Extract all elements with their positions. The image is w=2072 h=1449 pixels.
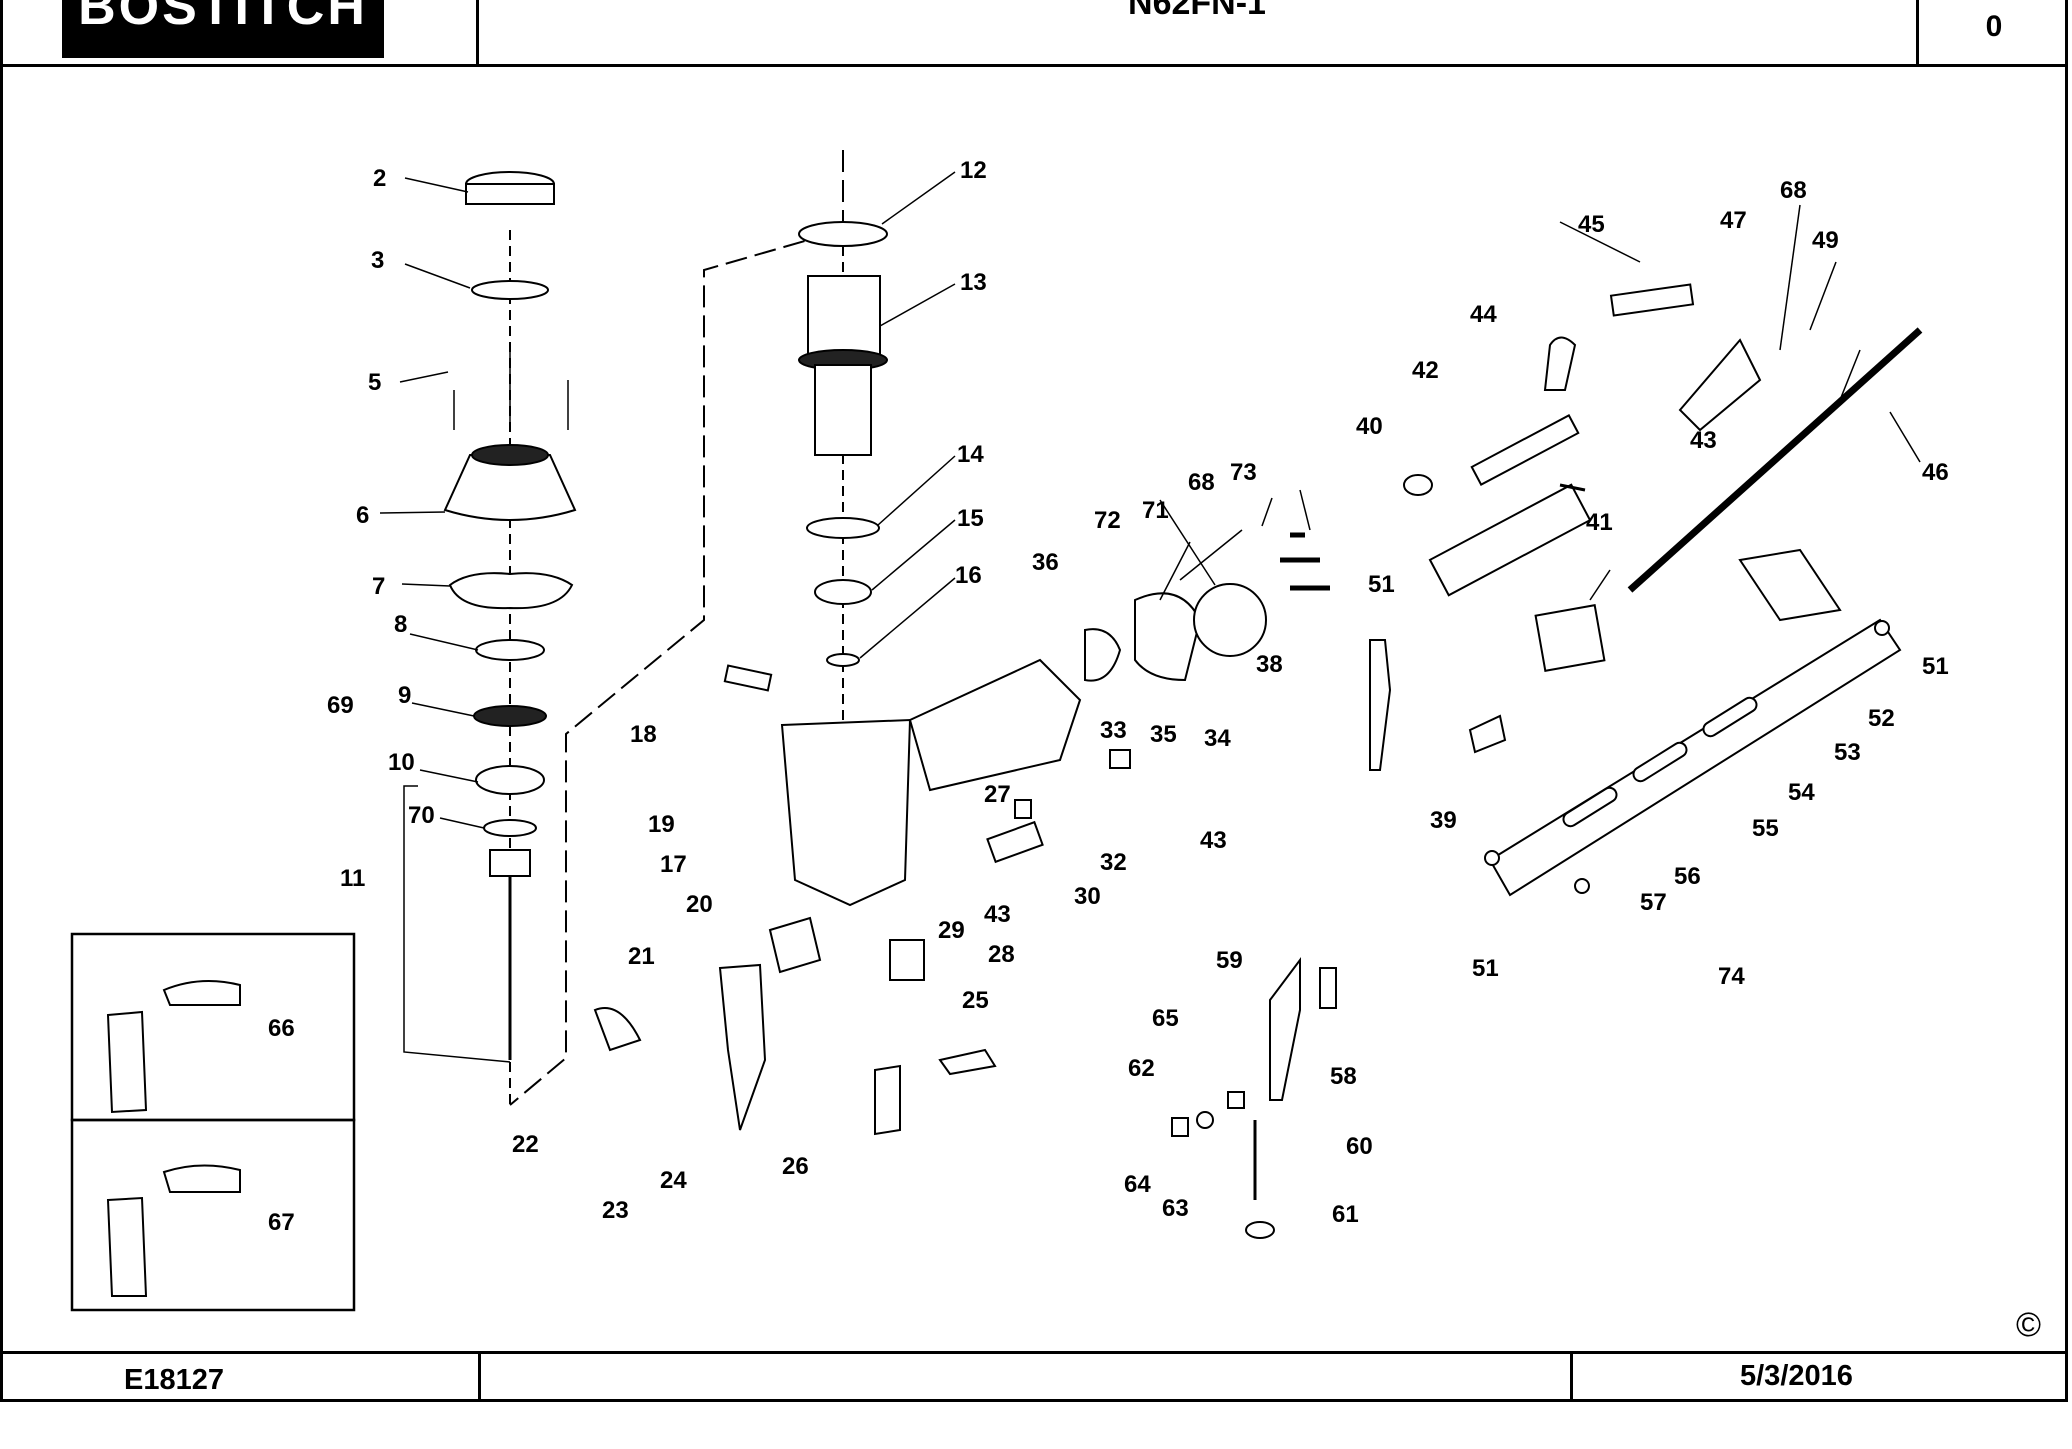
callout-69: 69 (327, 692, 354, 719)
footer-divider (0, 1351, 2068, 1354)
callout-labels: 2 3 5 6 7 8 69 9 10 70 11 12 13 14 15 16… (268, 157, 1949, 1236)
alternate-part-insets (70, 932, 356, 1312)
callout-46: 46 (1922, 459, 1949, 486)
callout-45: 45 (1578, 211, 1605, 238)
header-divider (0, 64, 2068, 67)
callout-14: 14 (957, 441, 984, 468)
callout-35: 35 (1150, 721, 1177, 748)
footer-separator-right (1570, 1352, 1573, 1402)
footer-separator-left (478, 1352, 481, 1402)
callout-34: 34 (1204, 725, 1231, 752)
callout-25: 25 (962, 987, 989, 1014)
callout-41: 41 (1586, 509, 1613, 536)
callout-33: 33 (1100, 717, 1127, 744)
callout-66: 66 (268, 1015, 295, 1042)
callout-2: 2 (373, 165, 386, 192)
callout-55: 55 (1752, 815, 1779, 842)
callout-40: 40 (1356, 413, 1383, 440)
callout-62: 62 (1128, 1055, 1155, 1082)
callout-17: 17 (660, 851, 687, 878)
callout-56: 56 (1674, 863, 1701, 890)
trigger-and-head-parts (1084, 283, 1923, 771)
drawing-date: 5/3/2016 (1740, 1360, 1853, 1392)
callout-70: 70 (408, 802, 435, 829)
callout-65: 65 (1152, 1005, 1179, 1032)
linkage-parts (1171, 957, 1337, 1239)
callout-leaders (379, 171, 1921, 829)
callout-22: 22 (512, 1131, 539, 1158)
drawing-frame (0, 0, 2068, 1402)
callout-51: 51 (1472, 955, 1499, 982)
callout-11: 11 (340, 865, 365, 892)
callout-20: 20 (686, 891, 713, 918)
cap-assembly-parts (403, 171, 577, 1063)
revision-number: 0 (1985, 10, 2003, 43)
callout-43: 43 (1690, 427, 1717, 454)
callout-53: 53 (1834, 739, 1861, 766)
brand-logo: BOSTITCH (62, 0, 384, 58)
callout-19: 19 (648, 811, 675, 838)
callout-63: 63 (1162, 1195, 1189, 1222)
callout-59: 59 (1216, 947, 1243, 974)
callout-26: 26 (782, 1153, 809, 1180)
callout-60: 60 (1346, 1133, 1373, 1160)
callout-54: 54 (1788, 779, 1815, 806)
callout-43: 43 (1200, 827, 1227, 854)
callout-7: 7 (372, 573, 385, 600)
callout-39: 39 (1430, 807, 1457, 834)
callout-68: 68 (1188, 469, 1215, 496)
callout-3: 3 (371, 247, 384, 274)
callout-5: 5 (368, 369, 381, 396)
callout-10: 10 (388, 749, 415, 776)
callout-9: 9 (398, 682, 411, 709)
callout-72: 72 (1094, 507, 1121, 534)
callout-12: 12 (960, 157, 987, 184)
callout-51: 51 (1368, 571, 1395, 598)
callout-30: 30 (1074, 883, 1101, 910)
callout-52: 52 (1868, 705, 1895, 732)
callout-57: 57 (1640, 889, 1667, 916)
callout-38: 38 (1256, 651, 1283, 678)
callout-64: 64 (1124, 1171, 1151, 1198)
cylinder-and-body-parts (593, 221, 1131, 1136)
callout-67: 67 (268, 1209, 295, 1236)
magazine-parts (1468, 548, 1902, 897)
callout-29: 29 (938, 917, 965, 944)
callout-49: 49 (1812, 227, 1839, 254)
callout-74: 74 (1718, 963, 1745, 990)
callout-58: 58 (1330, 1063, 1357, 1090)
callout-27: 27 (984, 781, 1011, 808)
callout-16: 16 (955, 562, 982, 589)
callout-44: 44 (1470, 301, 1497, 328)
callout-13: 13 (960, 269, 987, 296)
callout-47: 47 (1720, 207, 1747, 234)
callout-21: 21 (628, 943, 655, 970)
drawing-number: E18127 (124, 1364, 224, 1396)
callout-36: 36 (1032, 549, 1059, 576)
callout-24: 24 (660, 1167, 687, 1194)
callout-18: 18 (630, 721, 657, 748)
callout-8: 8 (394, 611, 407, 638)
callout-73: 73 (1230, 459, 1257, 486)
callout-32: 32 (1100, 849, 1127, 876)
header-separator-right (1916, 0, 1919, 66)
copyright-symbol: © (2016, 1306, 2042, 1344)
callout-61: 61 (1332, 1201, 1359, 1228)
callout-23: 23 (602, 1197, 629, 1224)
callout-42: 42 (1412, 357, 1439, 384)
model-number: N62FN-1 (1128, 0, 1266, 22)
callout-28: 28 (988, 941, 1015, 968)
callout-68: 68 (1780, 177, 1807, 204)
header-separator-left (476, 0, 479, 66)
callout-43: 43 (984, 901, 1011, 928)
callout-15: 15 (957, 505, 984, 532)
callout-51: 51 (1922, 653, 1949, 680)
callout-71: 71 (1142, 497, 1169, 524)
callout-6: 6 (356, 502, 369, 529)
